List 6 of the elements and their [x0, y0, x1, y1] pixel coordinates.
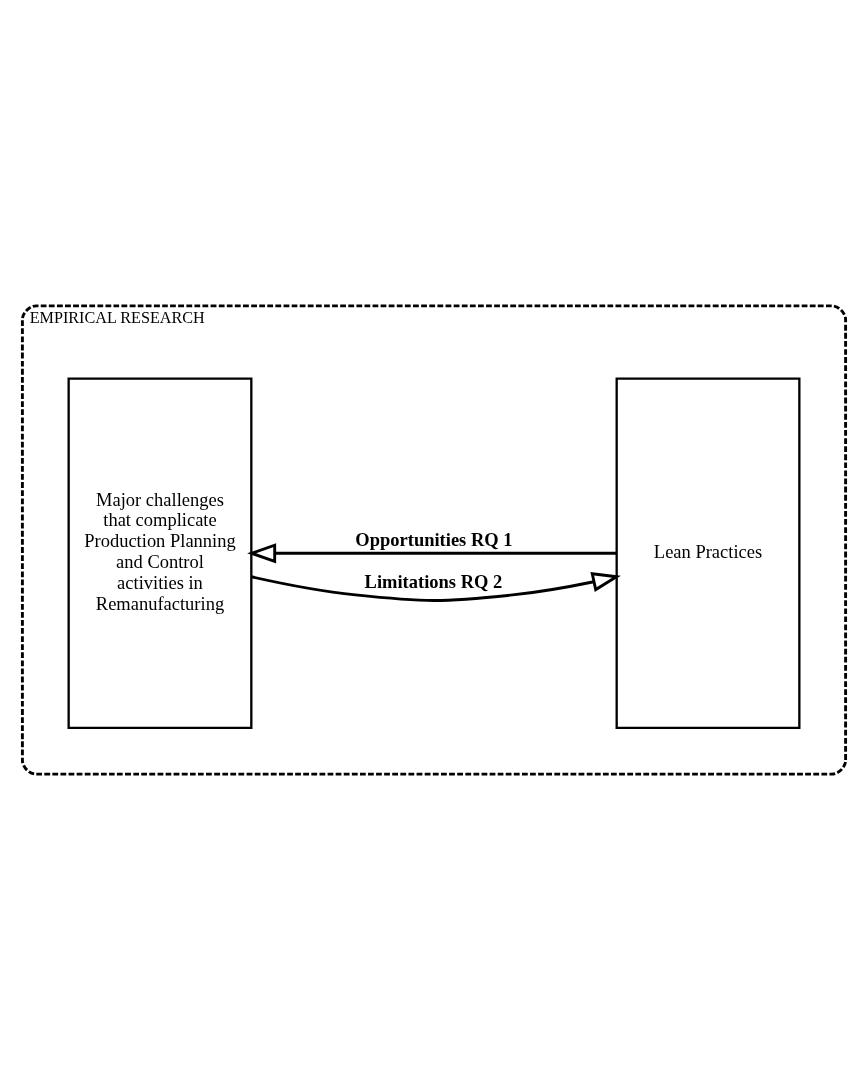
node-box: Lean Practices [615, 377, 801, 729]
edge-label: Opportunities RQ 1 [355, 529, 513, 550]
node-box: Major challenges that complicate Production Planning and Control activities in Remanufacturing [67, 377, 253, 729]
edge-label: Limitations RQ 2 [364, 571, 503, 592]
arrow [247, 542, 617, 563]
arrow [251, 571, 621, 602]
